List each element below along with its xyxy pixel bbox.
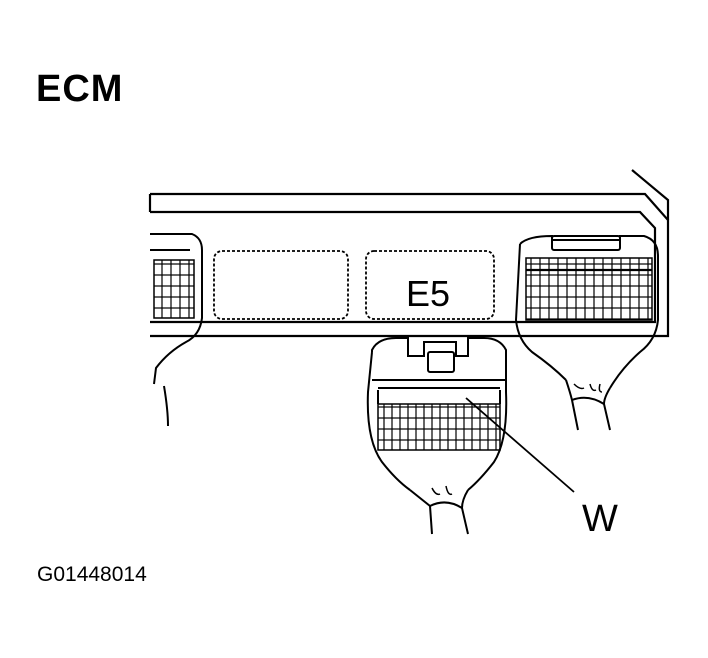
wire-leader-line	[465, 397, 575, 493]
empty-cavity	[213, 250, 349, 320]
e5-cavity	[365, 250, 495, 320]
left-connector	[150, 233, 203, 427]
connector-label-e5: E5	[406, 273, 450, 314]
e5-connector	[366, 337, 508, 535]
ecm-housing	[148, 169, 670, 338]
right-connector	[514, 234, 659, 431]
diagram-title: ECM	[36, 68, 124, 110]
wire-label-w: W	[582, 498, 618, 540]
figure-id: G01448014	[37, 563, 147, 586]
